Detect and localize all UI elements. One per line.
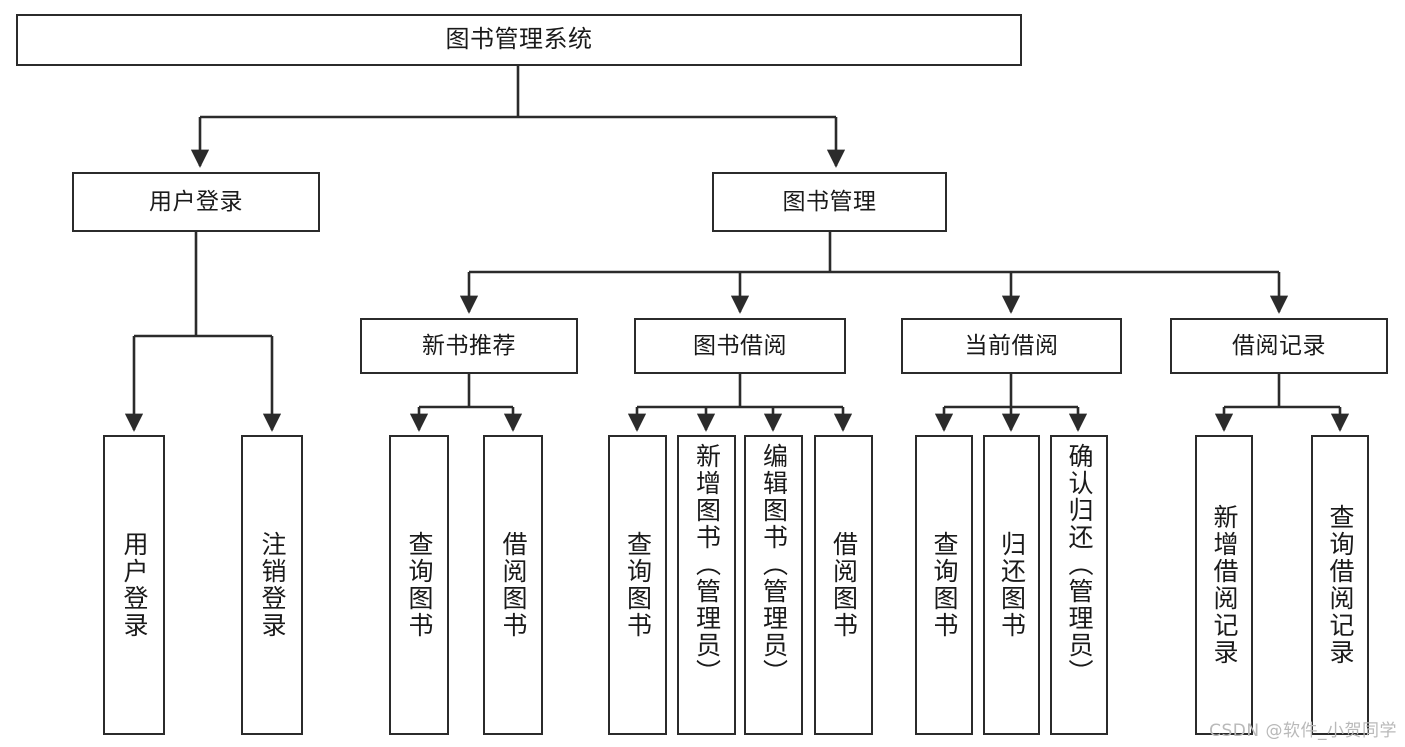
node-label: 新书推荐 [422,332,516,359]
node-new-book-recommendation[interactable]: 新书推荐 [360,318,578,374]
node-label: 新增借阅记录 [1210,504,1239,666]
leaf-logout[interactable]: 注销登录 [241,435,303,735]
leaf-add-borrow-record[interactable]: 新增借阅记录 [1195,435,1253,735]
node-label: 查询借阅记录 [1326,504,1355,666]
node-label: 注销登录 [258,531,287,639]
leaf-query-book-current[interactable]: 查询图书 [915,435,973,735]
node-label: 确认归还（管理员） [1065,443,1094,686]
node-borrowing-record[interactable]: 借阅记录 [1170,318,1388,374]
leaf-add-book-admin[interactable]: 新增图书（管理员） [677,435,736,735]
node-root-book-management-system[interactable]: 图书管理系统 [16,14,1022,66]
node-book-management[interactable]: 图书管理 [712,172,947,232]
node-label: 查询图书 [623,531,653,639]
leaf-query-book-borrow[interactable]: 查询图书 [608,435,667,735]
node-label: 查询图书 [930,531,959,639]
leaf-query-borrow-record[interactable]: 查询借阅记录 [1311,435,1369,735]
node-user-login[interactable]: 用户登录 [72,172,320,232]
leaf-return-book[interactable]: 归还图书 [983,435,1040,735]
leaf-borrow-book[interactable]: 借阅图书 [814,435,873,735]
watermark-text: CSDN @软件_小贺同学 [1209,721,1397,741]
node-label: 图书管理 [782,188,877,215]
leaf-borrow-book-recommend[interactable]: 借阅图书 [483,435,543,735]
node-label: 图书管理系统 [445,25,593,54]
leaf-confirm-return-admin[interactable]: 确认归还（管理员） [1050,435,1108,735]
node-book-borrowing[interactable]: 图书借阅 [634,318,846,374]
node-label: 查询图书 [405,531,434,639]
node-label: 归还图书 [997,531,1027,639]
node-label: 用户登录 [120,531,149,639]
leaf-user-login[interactable]: 用户登录 [103,435,165,735]
node-label: 借阅记录 [1232,332,1326,359]
leaf-edit-book-admin[interactable]: 编辑图书（管理员） [744,435,803,735]
node-label: 借阅图书 [499,531,528,639]
node-label: 用户登录 [149,188,243,215]
node-label: 图书借阅 [693,332,787,359]
leaf-query-book-recommend[interactable]: 查询图书 [389,435,449,735]
node-label: 借阅图书 [829,531,859,639]
node-current-borrowing[interactable]: 当前借阅 [901,318,1122,374]
node-label: 当前借阅 [964,332,1059,359]
node-label: 新增图书（管理员） [692,443,722,686]
node-label: 编辑图书（管理员） [759,443,789,686]
